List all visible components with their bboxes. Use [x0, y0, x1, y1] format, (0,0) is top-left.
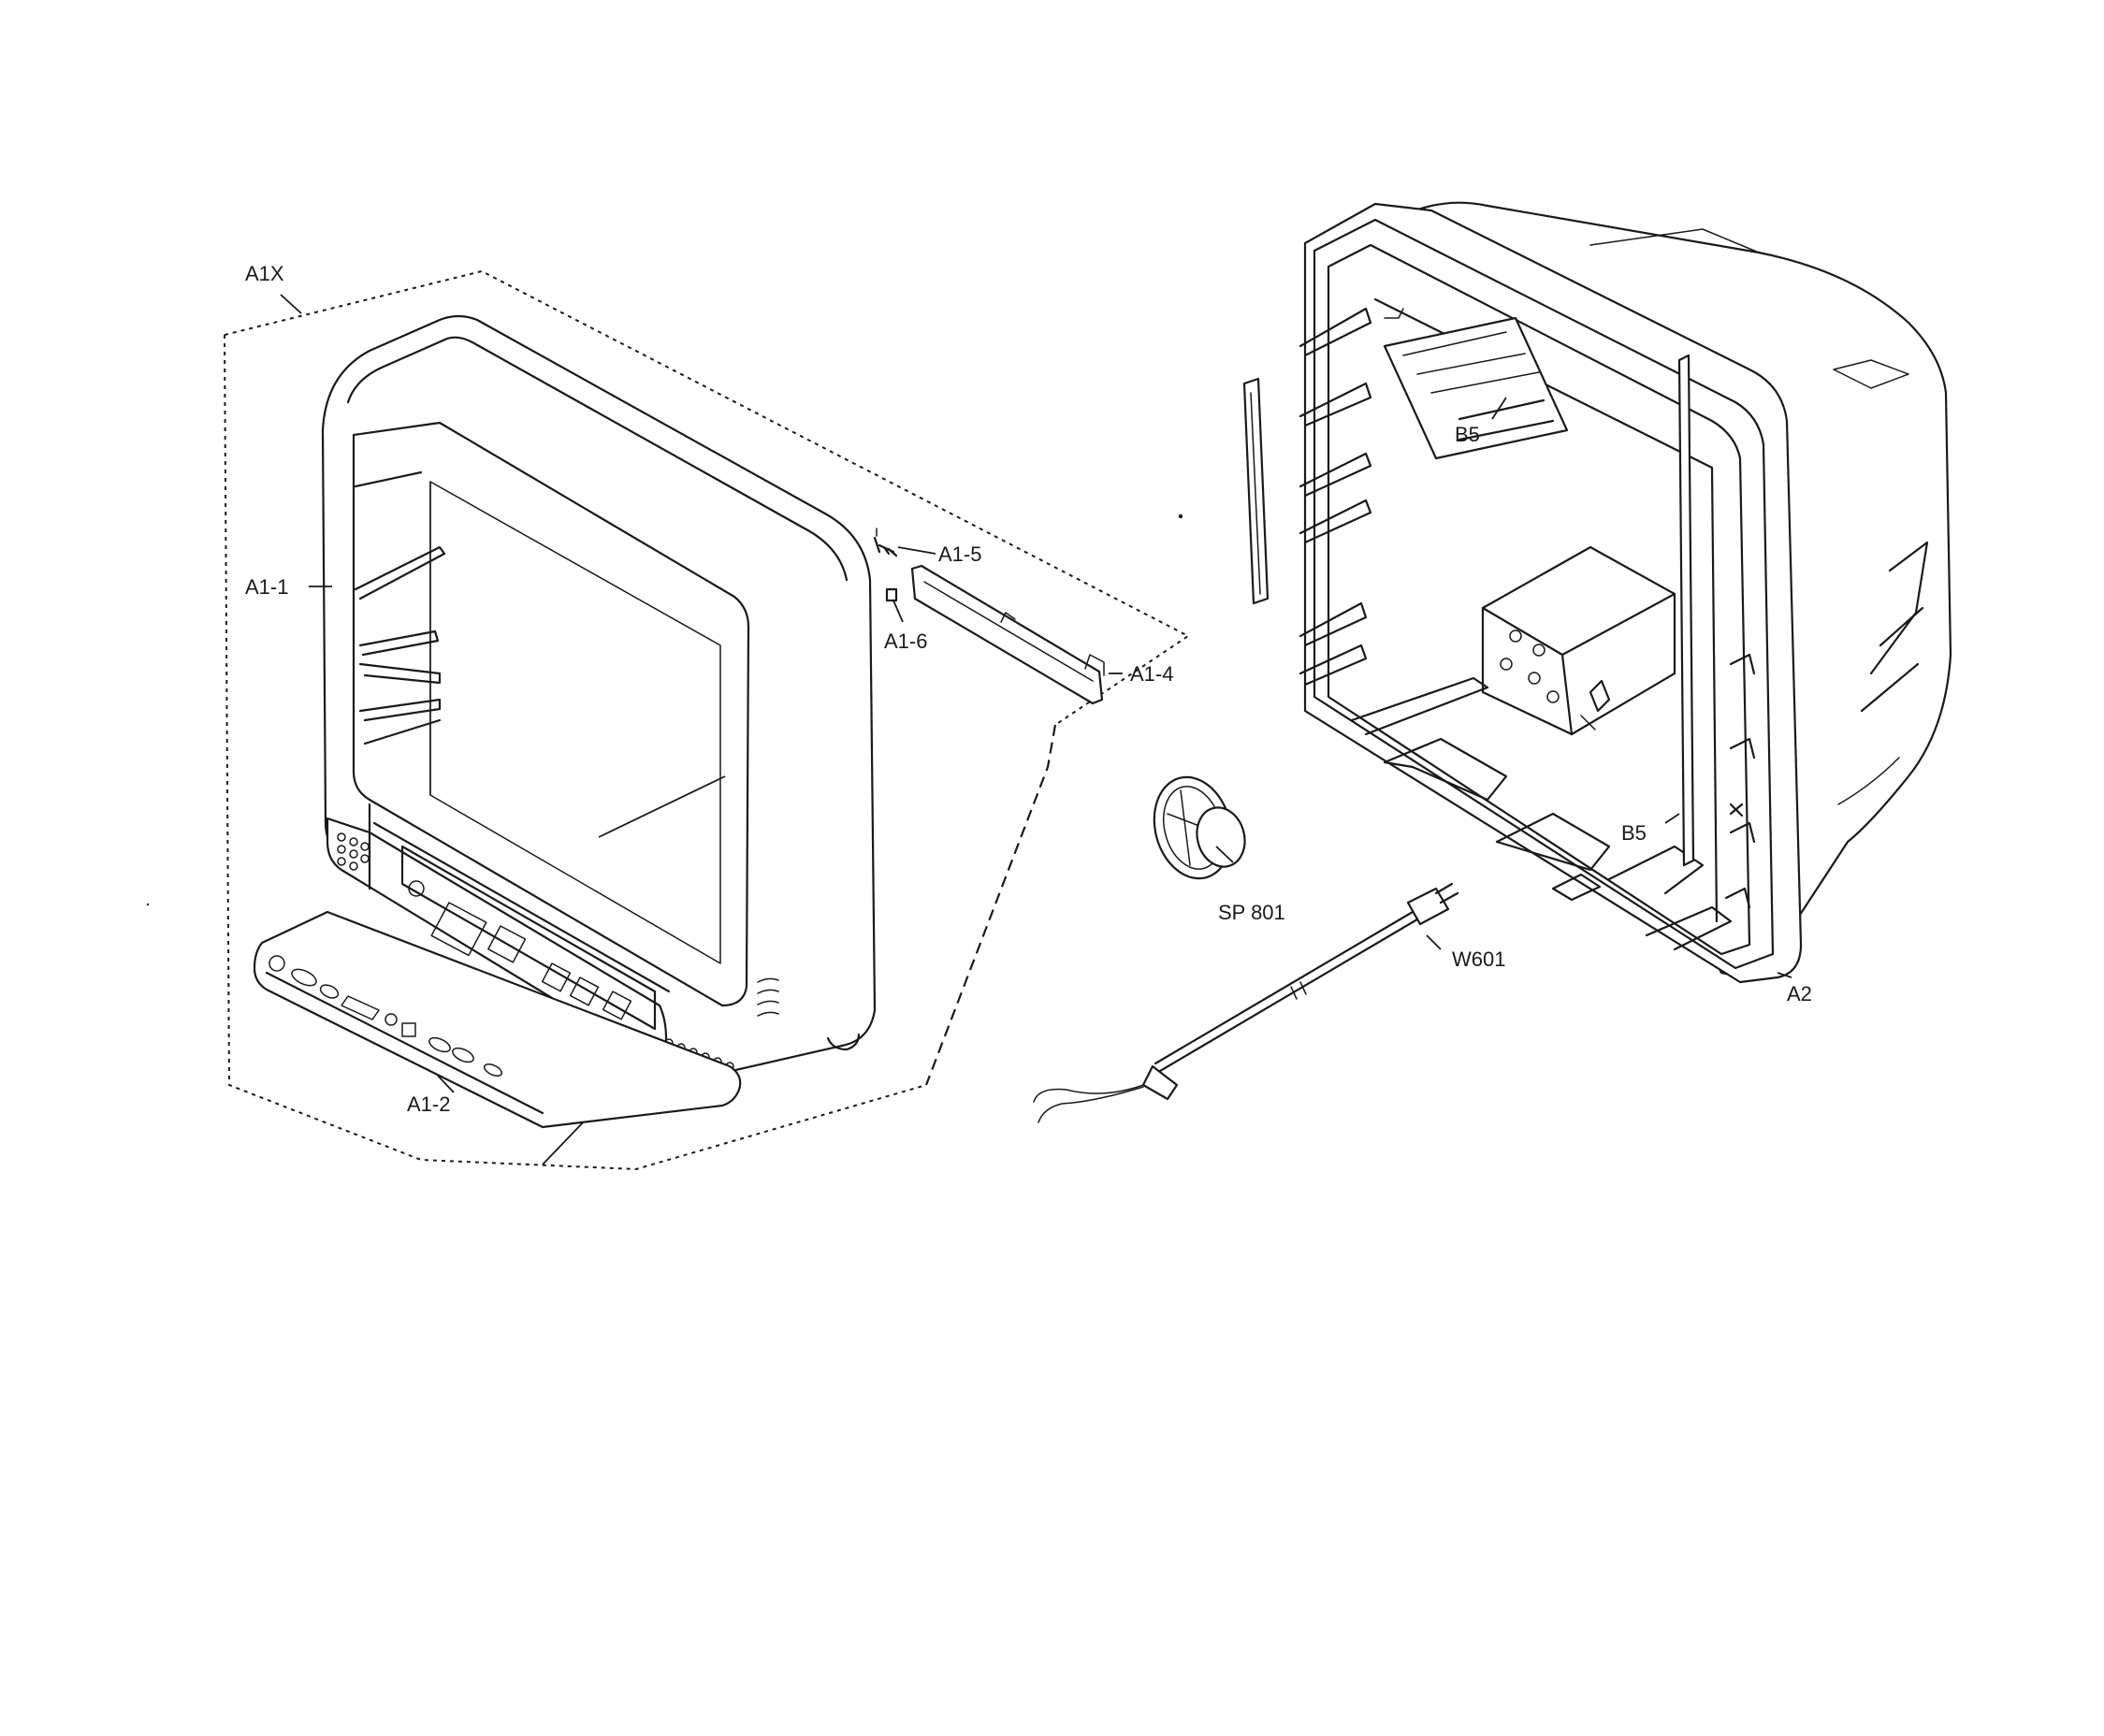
label-b5-bottom: B5	[1621, 821, 1647, 845]
side-vent	[757, 977, 779, 1017]
power-cord-w601	[1033, 882, 1459, 1123]
label-a1-1: A1-1	[245, 575, 288, 599]
label-a1-5: A1-5	[938, 542, 981, 566]
rear-cabinet-a2	[1299, 201, 1952, 984]
label-a1-2: A1-2	[407, 1092, 450, 1116]
a1x-group-boundary	[224, 269, 1190, 1171]
label-a1-6: A1-6	[884, 629, 927, 653]
clip-a1-6	[885, 587, 898, 602]
label-w601: W601	[1452, 948, 1505, 971]
label-a1x: A1X	[245, 262, 284, 285]
bracket-a1-4	[910, 564, 1105, 705]
label-a2: A2	[1787, 982, 1812, 1005]
spring-a1-5	[873, 528, 898, 557]
front-cabinet-a1-1	[321, 314, 877, 1165]
leader-lines	[280, 294, 1792, 1093]
strip-b5-left	[1242, 377, 1270, 605]
stray-dot	[1178, 514, 1183, 519]
stray-dot	[146, 903, 150, 906]
speaker-grille-left	[337, 832, 370, 871]
label-sp801: SP 801	[1218, 901, 1285, 924]
callout-labels: A1X A1-1 A1-5 A1-6 A1-4 A1-2 B5 B5 SP 80…	[245, 262, 1812, 1116]
panel-cover-a1-2	[253, 910, 742, 1129]
label-b5-top: B5	[1455, 423, 1480, 446]
label-a1-4: A1-4	[1130, 662, 1173, 686]
speaker-sp801	[1153, 775, 1246, 880]
